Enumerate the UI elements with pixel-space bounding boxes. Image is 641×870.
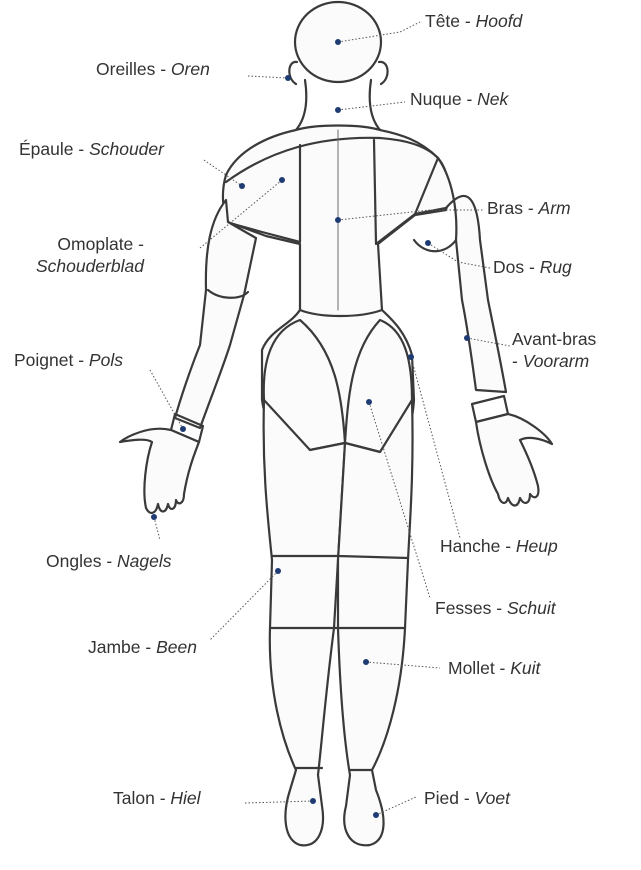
label-fesses: Fesses - Schuit xyxy=(435,597,556,619)
label-talon: Talon - Hiel xyxy=(113,787,201,809)
label-poignet-nl: Pols xyxy=(89,350,123,370)
label-mollet-fr: Mollet xyxy=(448,658,495,678)
label-bras-nl: Arm xyxy=(539,198,571,218)
label-pied: Pied - Voet xyxy=(424,787,510,809)
right-forearm-band xyxy=(414,240,456,251)
label-avantbras: Avant-bras - Voorarm xyxy=(512,328,596,372)
label-mollet-nl: Kuit xyxy=(510,658,540,678)
label-tete: Tête - Hoofd xyxy=(425,10,522,32)
left-leg xyxy=(264,400,345,845)
label-jambe: Jambe - Been xyxy=(88,636,197,658)
dot-nuque xyxy=(335,107,341,113)
torso-outline xyxy=(223,126,449,453)
label-tete-fr: Tête xyxy=(425,11,460,31)
label-fesses-fr: Fesses xyxy=(435,598,491,618)
separator: - xyxy=(155,788,171,808)
right-leg xyxy=(338,400,413,845)
label-epaule-fr: Épaule xyxy=(19,139,74,159)
separator-dash: - xyxy=(512,351,523,371)
right-hand xyxy=(476,414,552,506)
leader-jambe xyxy=(210,571,278,640)
separator: - xyxy=(101,551,117,571)
label-hanche: Hanche - Heup xyxy=(440,535,558,557)
dot-avantbras xyxy=(464,335,470,341)
label-oreilles-nl: Oren xyxy=(171,59,210,79)
label-hanche-fr: Hanche xyxy=(440,536,500,556)
separator: - xyxy=(462,89,478,109)
label-dos: Dos - Rug xyxy=(493,256,572,278)
label-talon-nl: Hiel xyxy=(170,788,200,808)
separator: - xyxy=(459,788,475,808)
label-pied-nl: Voet xyxy=(475,788,510,808)
separator: - xyxy=(155,59,171,79)
label-nuque-nl: Nek xyxy=(477,89,508,109)
label-ongles-fr: Ongles xyxy=(46,551,101,571)
label-oreilles: Oreilles - Oren xyxy=(96,58,210,80)
separator: - xyxy=(73,350,89,370)
label-pied-fr: Pied xyxy=(424,788,459,808)
dot-bras xyxy=(335,217,341,223)
label-hanche-nl: Heup xyxy=(516,536,558,556)
dot-hanche xyxy=(408,354,414,360)
label-ongles-nl: Nagels xyxy=(117,551,171,571)
separator: - xyxy=(524,257,540,277)
dot-mollet xyxy=(363,659,369,665)
separator: - xyxy=(523,198,539,218)
left-hand xyxy=(120,429,199,513)
left-upper-arm xyxy=(175,200,256,428)
label-bras-fr: Bras xyxy=(487,198,523,218)
neck-shape xyxy=(296,80,380,130)
label-nuque-fr: Nuque xyxy=(410,89,462,109)
label-dos-fr: Dos xyxy=(493,257,524,277)
dot-fesses xyxy=(366,399,372,405)
dot-oreilles xyxy=(285,75,291,81)
label-jambe-nl: Been xyxy=(156,637,197,657)
dot-talon xyxy=(310,798,316,804)
leader-ongles xyxy=(154,517,160,540)
dot-tete xyxy=(335,39,341,45)
separator: - xyxy=(141,637,157,657)
label-nuque: Nuque - Nek xyxy=(410,88,508,110)
label-tete-nl: Hoofd xyxy=(476,11,523,31)
separator-dash: - xyxy=(133,234,144,254)
leader-hanche xyxy=(411,357,460,538)
dot-poignet xyxy=(180,426,186,432)
leader-poignet xyxy=(150,370,183,429)
label-dos-nl: Rug xyxy=(540,257,572,277)
label-jambe-fr: Jambe xyxy=(88,637,141,657)
label-omoplate-nl: Schouderblad xyxy=(36,256,144,276)
dot-epaule xyxy=(239,183,245,189)
separator: - xyxy=(460,11,476,31)
label-talon-fr: Talon xyxy=(113,788,155,808)
label-mollet: Mollet - Kuit xyxy=(448,657,540,679)
dot-dos xyxy=(425,240,431,246)
separator: - xyxy=(500,536,516,556)
dot-omoplate xyxy=(279,177,285,183)
separator: - xyxy=(74,139,90,159)
label-avantbras-fr: Avant-bras xyxy=(512,329,596,349)
label-epaule: Épaule - Schouder xyxy=(19,138,164,160)
label-omoplate: Omoplate - Schouderblad xyxy=(36,233,144,277)
ear-right xyxy=(379,62,388,84)
label-fesses-nl: Schuit xyxy=(507,598,556,618)
label-oreilles-fr: Oreilles xyxy=(96,59,155,79)
label-poignet: Poignet - Pols xyxy=(14,349,123,371)
dot-pied xyxy=(373,812,379,818)
ear-left xyxy=(289,62,297,84)
label-poignet-fr: Poignet xyxy=(14,350,73,370)
separator: - xyxy=(495,658,511,678)
dot-jambe xyxy=(275,568,281,574)
label-epaule-nl: Schouder xyxy=(89,139,164,159)
label-omoplate-fr: Omoplate xyxy=(57,234,133,254)
label-avantbras-nl: Voorarm xyxy=(523,351,589,371)
label-ongles: Ongles - Nagels xyxy=(46,550,172,572)
dot-ongles xyxy=(151,514,157,520)
label-bras: Bras - Arm xyxy=(487,197,571,219)
separator: - xyxy=(491,598,507,618)
leader-oreilles xyxy=(248,76,288,78)
